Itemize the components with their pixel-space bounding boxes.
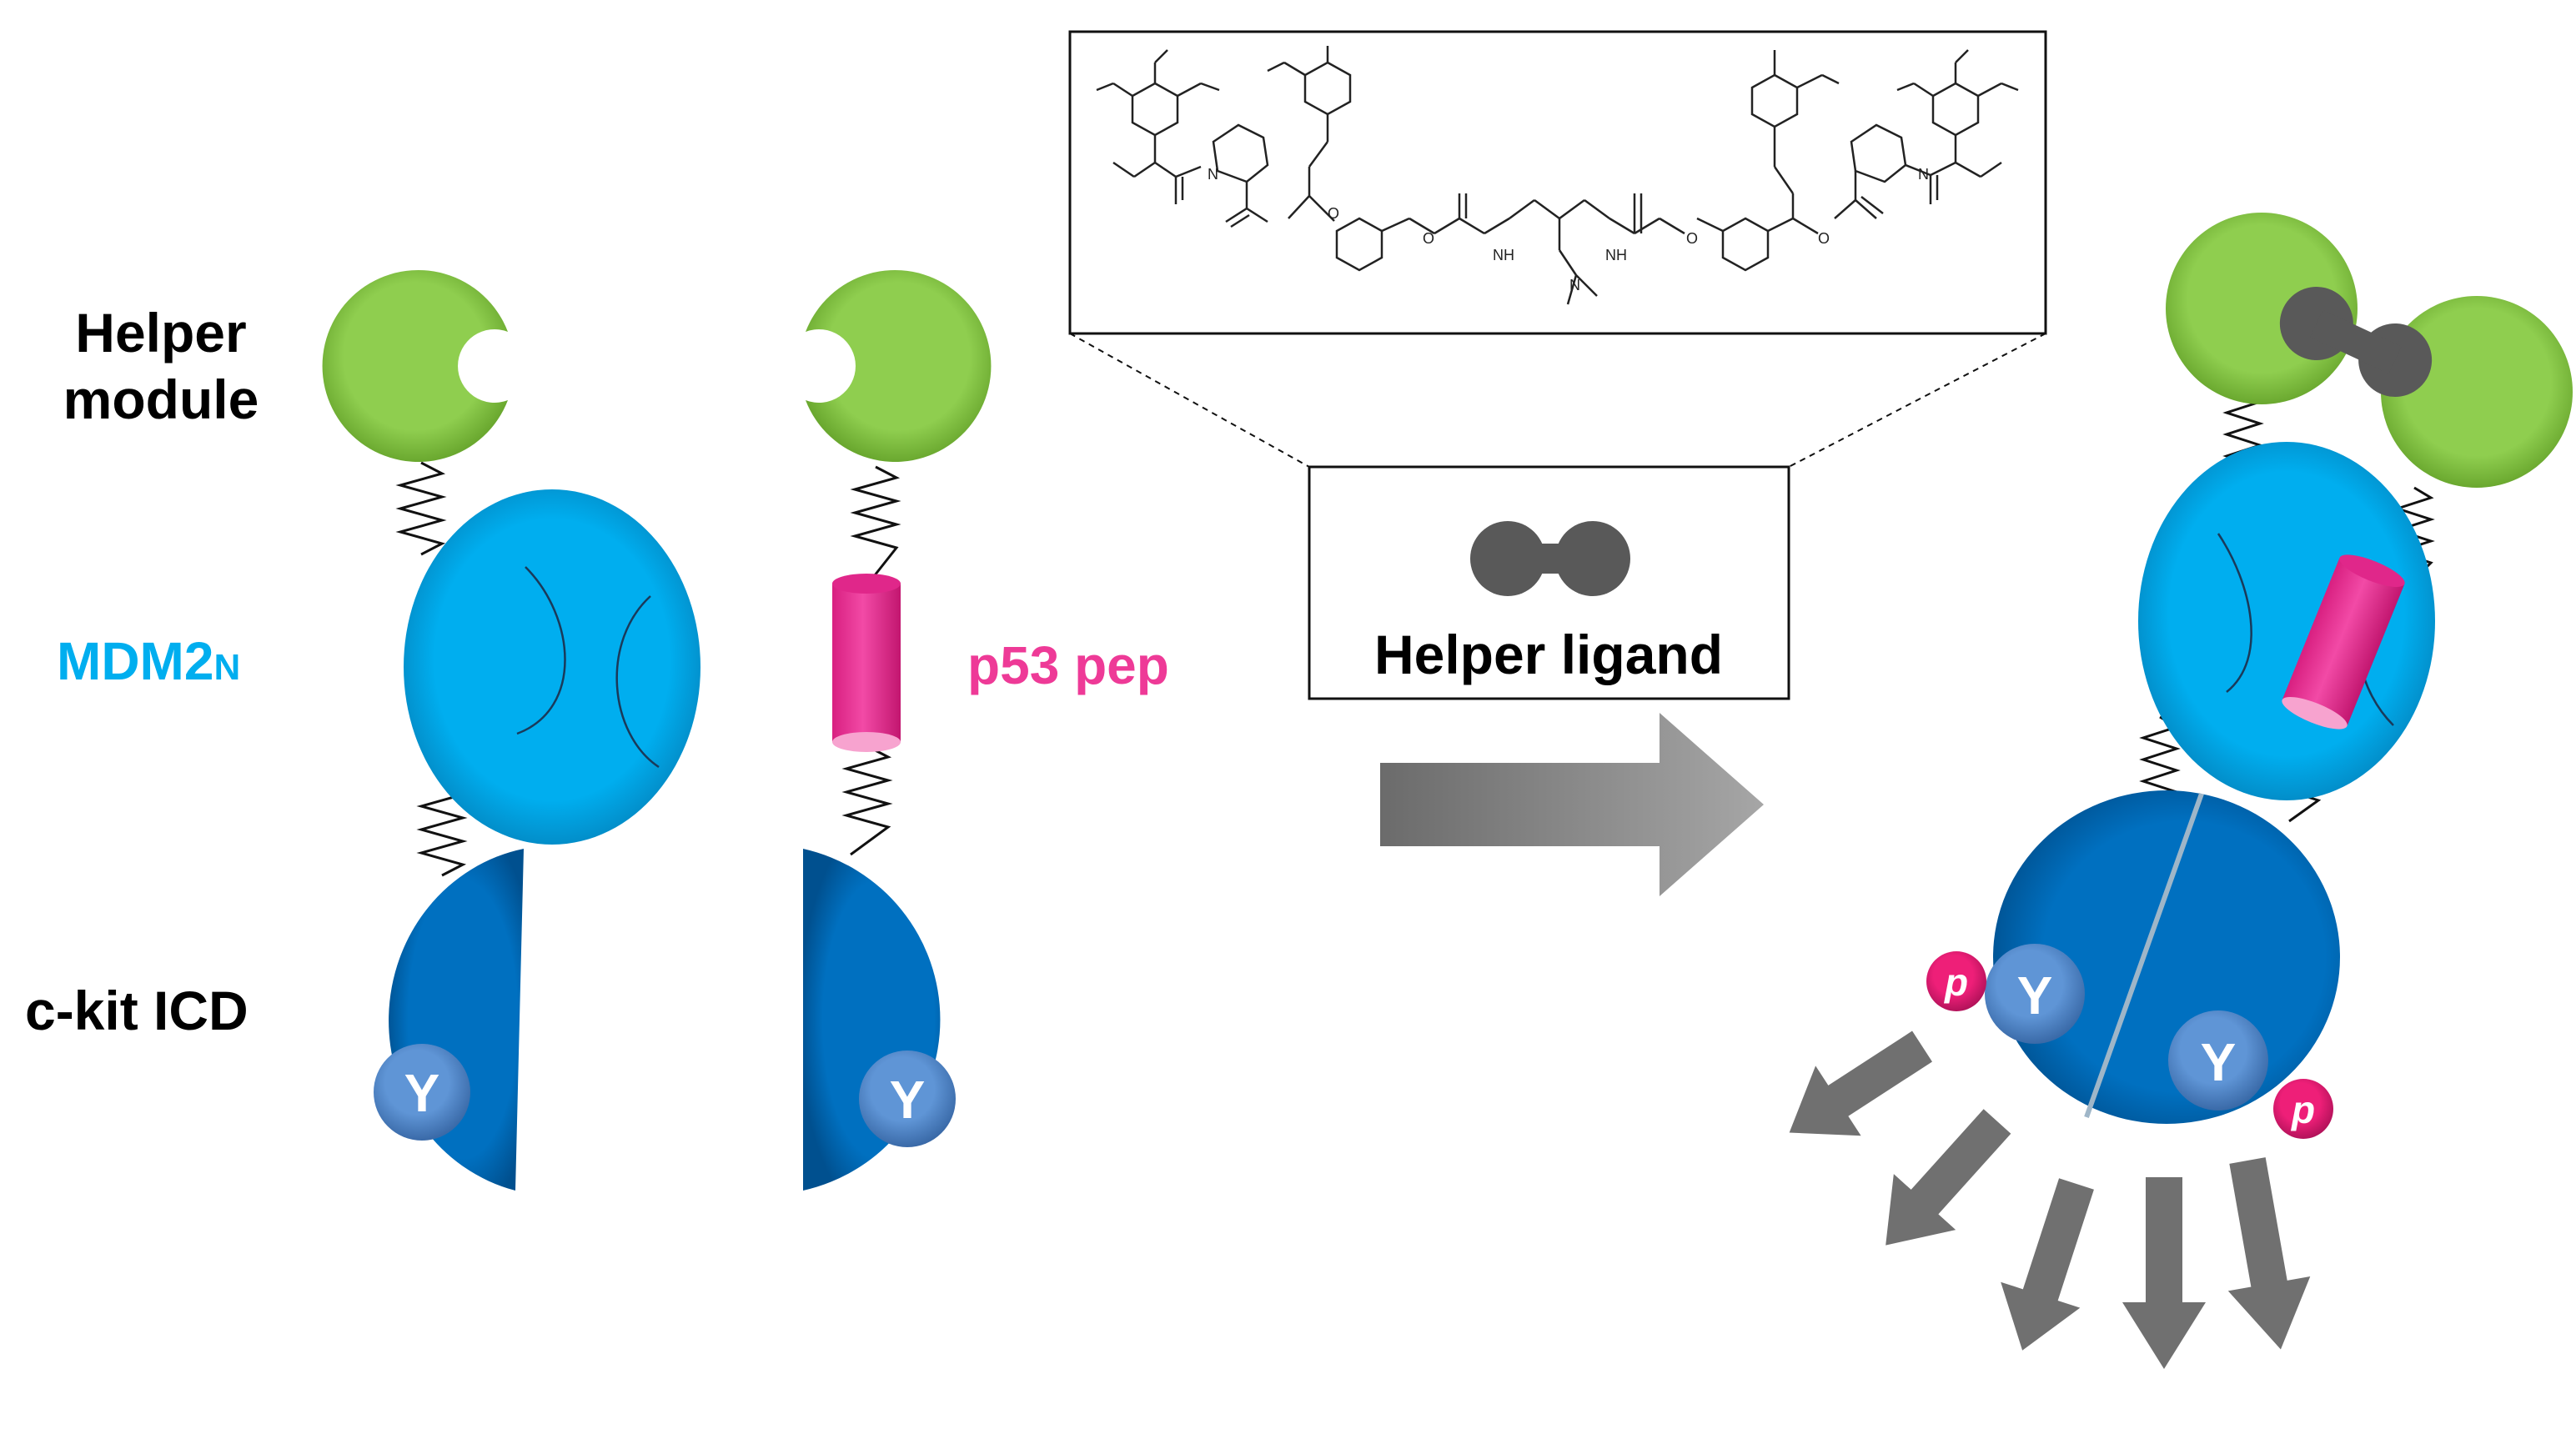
phosphate-2 (2273, 1079, 2333, 1139)
tyrosine-label: Y (404, 1063, 440, 1123)
helper-ligand-legend: Helper ligand (1308, 465, 1790, 700)
tyrosine-4 (2168, 1010, 2268, 1111)
linker-spring-2b (841, 745, 893, 856)
mdm2n-groove-line (516, 566, 566, 735)
ckit-dimer-interface (2084, 792, 2204, 1119)
atom-label: O (1686, 230, 1698, 247)
ckit-icd-half-1 (389, 849, 524, 1191)
atom-label: N (1918, 166, 1929, 183)
bound-helper-ligand (2279, 287, 2433, 397)
zoom-dash-line-left (1069, 333, 1310, 468)
mdm2n-groove-line (2217, 533, 2252, 693)
signaling-arrow (2227, 1157, 2311, 1350)
chemical-structure-box (1068, 30, 2047, 335)
construct-2: Y (803, 269, 992, 1191)
assembled-complex: Y Y p p (1789, 213, 2573, 1369)
signaling-arrow (1886, 1109, 2011, 1246)
helper-ligand-box (1308, 465, 1790, 700)
atom-label: N (1208, 166, 1218, 183)
tyrosine-label: Y (2017, 965, 2053, 1025)
mdm2n-label-sub: N (213, 647, 240, 688)
helper-module-label-line1: Helper (75, 302, 246, 364)
construct-1: Y (322, 269, 700, 1191)
linker-spring-1a (395, 461, 447, 556)
helper-module-label-line2: module (63, 369, 259, 430)
mdm2n-label-main: MDM2 (57, 631, 213, 691)
p53-peptide-cylinder (832, 574, 901, 752)
mdm2n-label: MDM2N (57, 631, 240, 691)
signaling-arrows (1789, 1030, 2311, 1369)
signaling-arrow (1789, 1030, 1932, 1136)
helper-ligand-label: Helper ligand (1374, 624, 1723, 685)
chemical-structure-panel: N NH NH N N O O O O (1068, 30, 2047, 468)
signaling-arrow (2122, 1177, 2206, 1369)
linker-spring-1b (416, 782, 468, 877)
signaling-arrow (2001, 1178, 2094, 1351)
atom-label: O (1328, 205, 1339, 222)
helper-ligand-icon (1470, 521, 1630, 596)
p53-pep-label: p53 pep (967, 635, 1169, 695)
mdm2n-domain-2 (2138, 442, 2435, 800)
zoom-dash-line-right (1788, 333, 2046, 468)
helper-module-2 (806, 269, 992, 462)
atom-label: O (1423, 230, 1434, 247)
tyrosine-label: Y (890, 1070, 926, 1130)
atom-label: O (1818, 230, 1830, 247)
mdm2n-groove-line (615, 595, 660, 769)
atom-label: NH (1493, 247, 1514, 263)
helper-module-4 (2381, 296, 2573, 488)
linker-spring-3c (2139, 715, 2181, 815)
phosphate-1 (1926, 951, 1986, 1011)
tyrosine-1 (374, 1044, 470, 1141)
ckit-icd-label: c-kit ICD (25, 980, 249, 1041)
phosphate-label: p (2290, 1088, 2315, 1131)
helper-ligand-structure-atoms: N NH NH N N O O O O (1208, 166, 1929, 293)
tyrosine-2 (859, 1050, 956, 1147)
linker-spring-2a (850, 465, 901, 580)
bound-p53-peptide (2282, 554, 2405, 730)
atom-label: NH (1605, 247, 1627, 263)
helper-module-1 (322, 269, 508, 462)
helper-ligand-structure (1096, 46, 2019, 305)
tyrosine-3 (1985, 944, 2085, 1044)
transition-arrow (1380, 713, 1764, 896)
phosphate-label: p (1943, 960, 1968, 1004)
mdm2n-domain-1 (404, 489, 700, 845)
tyrosine-label: Y (2201, 1032, 2237, 1092)
atom-label: N (1569, 277, 1580, 293)
